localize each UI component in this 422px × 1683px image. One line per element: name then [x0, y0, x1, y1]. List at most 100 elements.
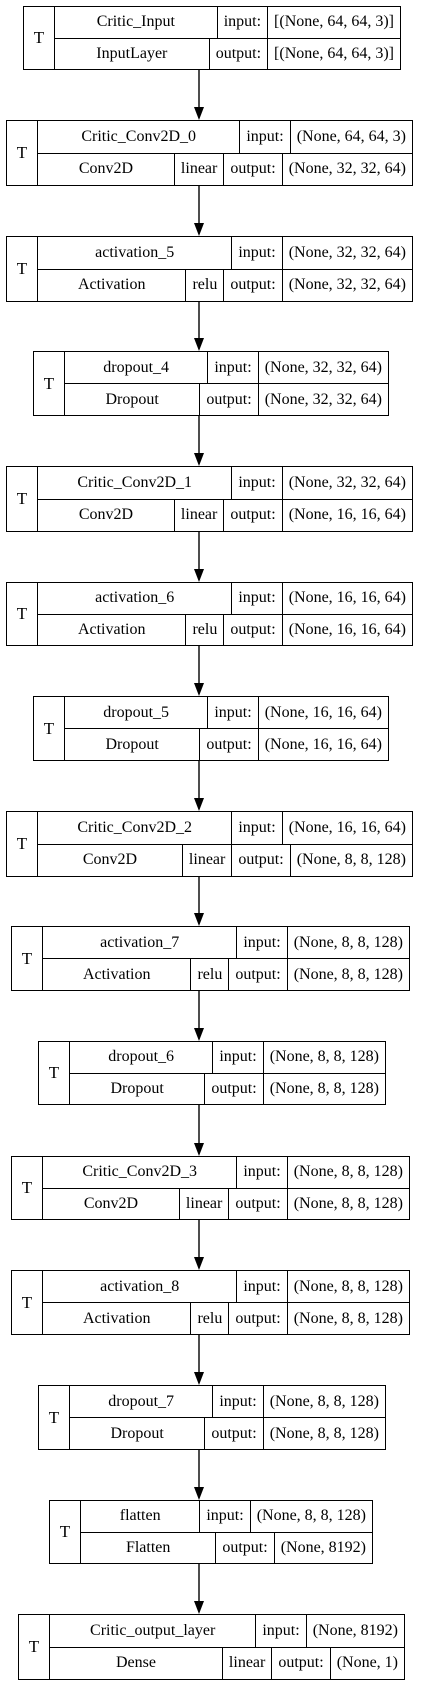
edge-arrowhead — [194, 1372, 204, 1385]
layer-activation: linear — [178, 1188, 228, 1219]
layer-name: activation_6 — [95, 589, 175, 607]
input-shape: (None, 8, 8, 128) — [262, 1386, 385, 1417]
input-label: input: — [231, 583, 281, 614]
output-shape: (None, 8, 8, 128) — [286, 1303, 409, 1334]
input-shape: (None, 8, 8, 128) — [286, 927, 409, 958]
trainable-flag: T — [50, 1501, 81, 1563]
output-shape: (None, 16, 16, 64) — [281, 499, 412, 531]
layer-class: Conv2D — [78, 160, 134, 178]
input-shape: (None, 8, 8, 128) — [262, 1042, 385, 1073]
output-label: output: — [208, 38, 267, 69]
layer-name: Critic_Input — [96, 13, 175, 31]
input-shape: (None, 8192) — [305, 1615, 404, 1647]
trainable-flag: T — [39, 1386, 70, 1449]
input-label: input: — [207, 352, 257, 383]
layer-activation: linear — [173, 499, 223, 531]
output-label: output: — [204, 1418, 262, 1449]
input-label: input: — [239, 121, 289, 153]
output-shape: (None, 1) — [329, 1647, 404, 1679]
trainable-flag: T — [7, 812, 38, 876]
input-label: input: — [216, 7, 267, 38]
output-label: output: — [223, 614, 281, 645]
input-label: input: — [212, 1042, 262, 1073]
layer-name: Critic_Conv2D_2 — [77, 818, 192, 836]
layer-class: Conv2D — [83, 1194, 139, 1212]
output-label: output: — [223, 499, 281, 531]
input-label: input: — [236, 1157, 286, 1188]
trainable-flag: T — [7, 237, 38, 301]
layer-class: Conv2D — [82, 851, 138, 869]
input-label: input: — [207, 697, 257, 728]
output-label: output: — [199, 729, 257, 760]
layer-name-row: dropout_5 input:(None, 16, 16, 64) — [65, 697, 388, 728]
edge-arrowhead — [194, 1601, 204, 1614]
output-label: output: — [199, 384, 257, 415]
input-label: input: — [236, 927, 286, 958]
trainable-flag: T — [12, 1157, 43, 1219]
input-shape: (None, 16, 16, 64) — [257, 697, 388, 728]
layer-name: Critic_Conv2D_1 — [77, 473, 192, 491]
layer-activation: relu — [185, 269, 223, 301]
layer-activation: linear — [173, 153, 223, 185]
output-label: output: — [231, 844, 289, 876]
edge-arrowhead — [194, 913, 204, 926]
input-label: input: — [231, 237, 281, 269]
edge-arrowhead — [194, 107, 204, 120]
output-label: output: — [215, 1532, 273, 1563]
edge-arrowhead — [194, 683, 204, 696]
output-shape: (None, 8, 8, 128) — [289, 844, 412, 876]
output-label: output: — [228, 1188, 286, 1219]
edge-arrowhead — [194, 1028, 204, 1041]
trainable-flag: T — [7, 583, 38, 645]
input-label: input: — [231, 812, 281, 844]
layer-activation: linear — [221, 1647, 271, 1679]
trainable-flag: T — [12, 927, 43, 990]
input-shape: (None, 8, 8, 128) — [249, 1501, 372, 1532]
output-shape: (None, 16, 16, 64) — [257, 729, 388, 760]
layer-class: Activation — [82, 1309, 151, 1327]
input-label: input: — [231, 467, 281, 499]
output-shape: (None, 32, 32, 64) — [281, 153, 412, 185]
layer-name: dropout_5 — [103, 703, 170, 721]
input-shape: (None, 64, 64, 3) — [289, 121, 412, 153]
edge-arrowhead — [194, 569, 204, 582]
output-shape: (None, 8, 8, 128) — [286, 1188, 409, 1219]
output-label: output: — [204, 1073, 262, 1104]
layer-class: Dropout — [105, 390, 159, 408]
input-label: input: — [212, 1386, 262, 1417]
output-shape: (None, 32, 32, 64) — [281, 269, 412, 301]
layer-class: Dropout — [110, 1424, 164, 1442]
output-label: output: — [228, 959, 286, 990]
output-label: output: — [271, 1647, 329, 1679]
